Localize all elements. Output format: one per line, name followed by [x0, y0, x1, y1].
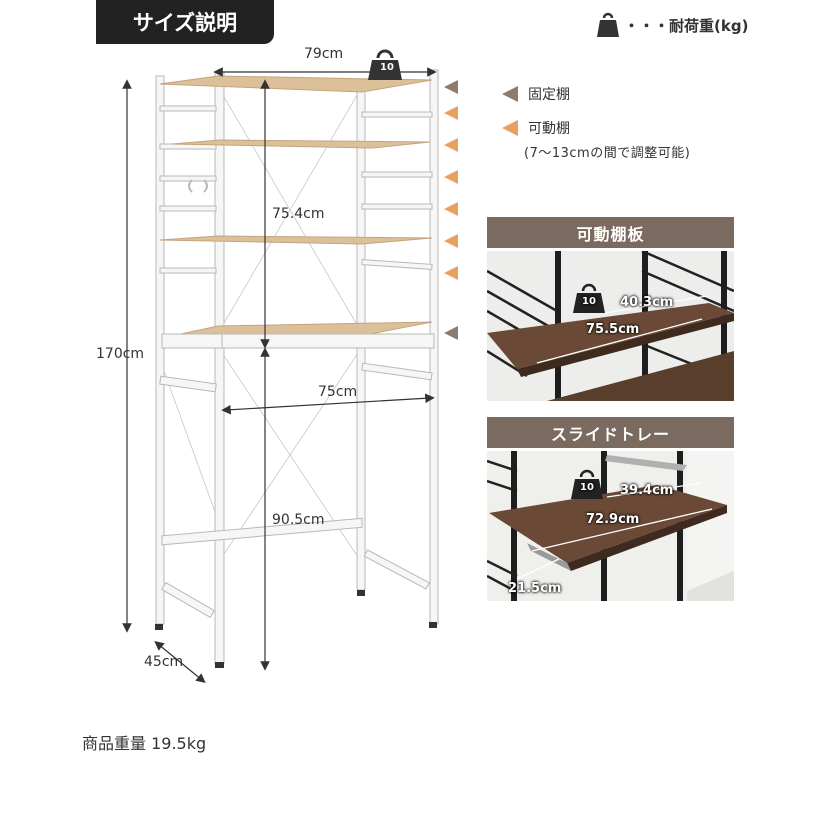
- movable-marker-5: [444, 234, 458, 248]
- shelf-4: [161, 321, 435, 349]
- dim-top-width: 79cm: [304, 46, 344, 62]
- movable-marker-2: [444, 138, 458, 152]
- fixed-marker-2: [444, 326, 458, 340]
- slide-tray-depth: 39.4cm: [620, 483, 674, 498]
- load-legend: ・・・耐荷重(kg): [596, 12, 748, 38]
- slide-tray-width: 72.9cm: [586, 512, 640, 527]
- page-title: サイズ説明: [96, 0, 274, 44]
- load-legend-text: ・・・耐荷重(kg): [624, 16, 749, 35]
- legend-movable-shelf: 可動棚: [500, 118, 570, 138]
- dim-top-load: 10: [380, 62, 394, 73]
- slide-tray-load-icon: [571, 469, 603, 499]
- legend-fixed-shelf: 固定棚: [500, 84, 570, 104]
- fixed-shelf-label: 固定棚: [528, 87, 570, 103]
- movable-shelf-panel-header: 可動棚板: [487, 217, 734, 248]
- slide-tray-load-value: 10: [580, 482, 594, 493]
- movable-shelf-depth: 40.3cm: [620, 295, 674, 310]
- rack-diagram: [122, 49, 439, 684]
- weight-icon: [596, 12, 620, 38]
- shelf-3: [159, 235, 433, 245]
- fixed-marker-1: [444, 80, 458, 94]
- product-weight: 商品重量 19.5kg: [82, 734, 207, 753]
- shelf-2: [171, 139, 431, 149]
- dim-inner-width: 75cm: [318, 384, 358, 400]
- movable-shelf-load-value: 10: [582, 296, 596, 307]
- dim-upper-height: 75.4cm: [272, 206, 325, 222]
- movable-marker-4: [444, 202, 458, 216]
- movable-marker-6: [444, 266, 458, 280]
- movable-marker-1: [444, 106, 458, 120]
- slide-tray-slide: 21.5cm: [508, 581, 562, 596]
- slide-tray-panel-header: スライドトレー: [487, 417, 734, 448]
- post-front-left: [214, 71, 225, 665]
- movable-shelf-marker-icon: [502, 120, 518, 136]
- movable-shelf-note: (7〜13cmの間で調整可能): [524, 146, 691, 161]
- movable-marker-3: [444, 170, 458, 184]
- dim-depth: 45cm: [144, 654, 184, 670]
- shelf-top: [159, 75, 433, 93]
- slide-tray-photo: [487, 451, 734, 601]
- movable-shelf-width: 75.5cm: [586, 322, 640, 337]
- movable-shelf-label: 可動棚: [528, 121, 570, 137]
- dim-total-height: 170cm: [96, 346, 145, 362]
- top-load-weight-icon: [368, 49, 402, 80]
- fixed-shelf-marker-icon: [502, 86, 518, 102]
- shelf-markers: [444, 80, 458, 340]
- movable-shelf-load-icon: [573, 283, 605, 313]
- dim-lower-height: 90.5cm: [272, 512, 325, 528]
- movable-shelf-photo: [487, 251, 734, 401]
